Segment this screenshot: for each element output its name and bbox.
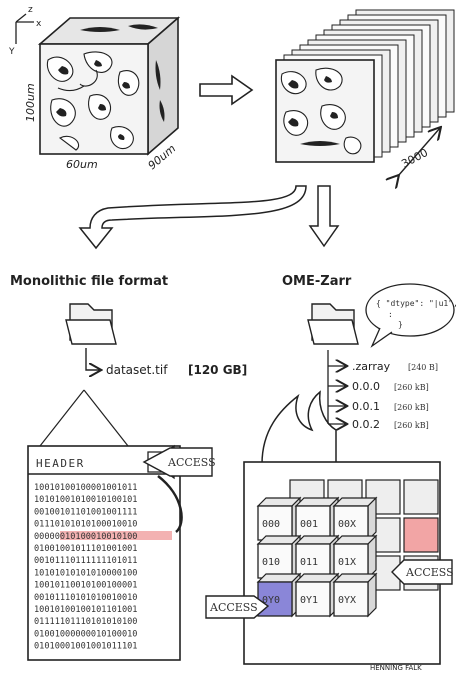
binary-row: 01001001011101001001 <box>34 544 137 554</box>
zarr-file-size: [260 kB] <box>394 421 429 430</box>
zarr-file-list: .zarray [240 B] 0.0.0 [260 kB] 0.0.1 [26… <box>352 360 438 431</box>
document-header-label: HEADER <box>36 457 85 470</box>
zarr-file-name: 0.0.1 <box>352 400 380 413</box>
folder-icon-monolithic <box>66 304 116 344</box>
chunk-cube: 010 <box>258 536 300 578</box>
binary-row: 00101110101010010010 <box>34 593 137 603</box>
chunk-cube: 01X <box>334 536 376 578</box>
chunk-back-cube <box>404 518 438 552</box>
access-label-header: ACCESS <box>167 456 216 469</box>
binary-row: 01111101110101010100 <box>34 617 137 627</box>
bubble-dtype: { "dtype": "|u1", <box>376 299 456 308</box>
cube-width-label: 60um <box>66 158 98 171</box>
tif-file-connector <box>86 348 100 370</box>
binary-row: 01010001001001011101 <box>34 642 137 652</box>
bubble-close: } <box>398 320 403 329</box>
chunk-cube: 0YX <box>334 574 376 616</box>
chunk-back-cube <box>404 480 438 514</box>
binary-row: 01110101010100010010 <box>34 520 137 530</box>
binary-row: 10010100100101101001 <box>34 605 137 615</box>
chunk-label: 0YX <box>338 595 356 606</box>
chunk-cube: 000 <box>258 498 300 540</box>
tif-size: [120 GB] <box>188 363 247 377</box>
split-arrows <box>80 186 338 248</box>
stack-count-label: 3000 <box>399 146 430 171</box>
binary-row: 10101010101010000100 <box>34 568 137 578</box>
binary-row: 10010110010100100001 <box>34 581 137 591</box>
zarr-file-size: [260 kB] <box>394 403 429 412</box>
chunk-cube: 00X <box>334 498 376 540</box>
binary-row: 00100101101001001111 <box>34 507 137 517</box>
cube-depth-label: 100um <box>24 83 37 122</box>
chunk-label: 011 <box>300 557 318 568</box>
axis-y-label: Y <box>8 47 15 57</box>
ome-zarr-heading: OME-Zarr <box>282 274 352 289</box>
tif-filename: dataset.tif <box>106 363 168 377</box>
chunk-zoom-outline <box>262 392 336 464</box>
tissue-cube <box>40 18 178 154</box>
access-label-chunk-right: ACCESS <box>405 566 454 579</box>
chunk-label: 010 <box>262 557 280 568</box>
zarr-file-size: [240 B] <box>408 363 438 372</box>
document-zoom-lines <box>40 390 128 446</box>
binary-row: 00101110111111101011 <box>34 556 137 566</box>
chunk-label: 000 <box>262 519 280 530</box>
binary-row: 01001000000010100010 <box>34 629 137 639</box>
chunk-cube: 001 <box>296 498 338 540</box>
chunk-label: 001 <box>300 519 318 530</box>
slice-stack <box>276 10 454 162</box>
folder-icon-zarr <box>308 304 358 344</box>
transform-arrow <box>200 76 252 104</box>
artist-signature: HENNING FALK <box>370 664 422 672</box>
monolithic-heading: Monolithic file format <box>10 274 168 289</box>
chunk-label: 00X <box>338 519 356 530</box>
binary-row: 00000010100010010100 <box>34 532 137 542</box>
chunk-cube: 011 <box>296 536 338 578</box>
axis-z-label: z <box>28 5 33 15</box>
chunk-cube: 0Y1 <box>296 574 338 616</box>
metadata-bubble <box>366 284 454 346</box>
access-label-chunk-left: ACCESS <box>209 601 258 614</box>
axis-indicator: z x Y <box>8 5 42 57</box>
zarr-file-name: 0.0.0 <box>352 380 380 393</box>
bubble-dots: : <box>388 310 393 319</box>
binary-row: 10101001010010100101 <box>34 495 137 505</box>
zarr-file-name: .zarray <box>352 360 391 373</box>
binary-row: 10010100100001001011 <box>34 483 137 493</box>
zarr-file-name: 0.0.2 <box>352 418 380 431</box>
zarr-tree-lines <box>328 350 346 424</box>
zarr-file-size: [260 kB] <box>394 383 429 392</box>
axis-x-label: x <box>36 19 42 29</box>
chunk-label: 0Y1 <box>300 595 318 606</box>
chunk-label: 01X <box>338 557 356 568</box>
binary-document: HEADER 10010100100001001011 1010100101001… <box>28 446 180 660</box>
